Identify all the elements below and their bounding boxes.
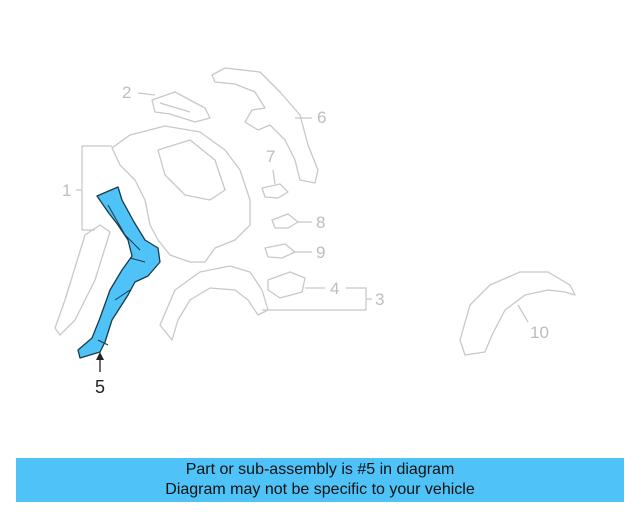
banner-line-part: Part or sub-assembly is #5 in diagram (185, 461, 455, 478)
part-10-wheelhouse (459, 271, 576, 356)
part-3-wheelhouse (159, 265, 269, 341)
callout-label-9: 9 (316, 243, 326, 262)
part-2-bracket (151, 91, 211, 123)
info-banner: Part or sub-assembly is #5 in diagram Di… (16, 458, 624, 502)
part-1-window (157, 139, 226, 201)
part-6-pillar (211, 67, 319, 184)
callout-1-leader (81, 145, 112, 231)
callout-label-7: 7 (266, 147, 276, 166)
callout-10-leader (517, 304, 529, 323)
part-1-inner-stiffener (54, 224, 111, 336)
part-5-pillar-reinforcement (77, 186, 161, 359)
callout-5-arrowhead (96, 352, 104, 360)
callout-label-2: 2 (122, 83, 132, 102)
callout-3-leader (262, 287, 367, 311)
callout-label-1: 1 (62, 181, 72, 200)
part-9-clip (264, 243, 296, 259)
callout-label-5: 5 (95, 377, 106, 397)
callout-label-4: 4 (330, 279, 340, 298)
callout-label-8: 8 (316, 213, 326, 232)
part-1-panel (111, 125, 251, 263)
part-4-bracket (267, 271, 306, 299)
part-8-clip (271, 213, 299, 229)
banner-line-disclaimer: Diagram may not be specific to your vehi… (165, 481, 475, 498)
callout-label-10: 10 (530, 323, 549, 342)
part-5-detail-lines (97, 204, 146, 346)
callout-label-6: 6 (317, 108, 327, 127)
part-7-bracket (261, 183, 289, 199)
parts-diagram (54, 67, 576, 372)
callout-label-3: 3 (375, 290, 385, 309)
callout-7-leader (272, 169, 276, 185)
callout-2-leader (137, 92, 156, 96)
